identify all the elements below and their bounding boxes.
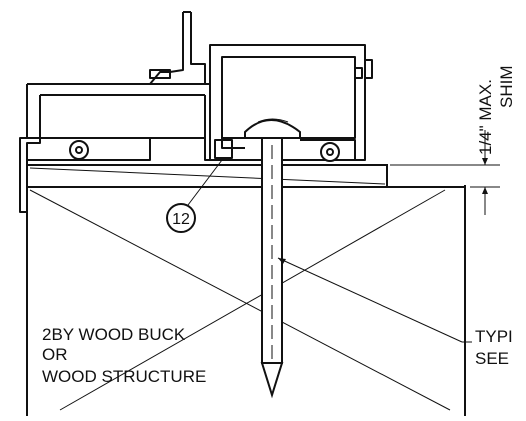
screw-boss-left — [69, 140, 89, 160]
note-leader: TYPI SEE — [277, 257, 513, 368]
buck-diagonal-1 — [29, 189, 451, 411]
buck-label-line3: WOOD STRUCTURE — [42, 367, 206, 386]
frame-extrusion-left — [19, 11, 212, 213]
buck-label-line2: OR — [42, 345, 68, 364]
shim-dimension: 1/4" MAX. SHIM — [390, 66, 516, 215]
shim-label: SHIM — [497, 66, 516, 109]
max-label: 1/4" MAX. — [476, 79, 495, 155]
callout-bubble — [166, 203, 196, 233]
frame-extrusion-right — [209, 44, 373, 162]
screw-boss-right — [320, 142, 340, 162]
buck-label: 2BY WOOD BUCK OR WOOD STRUCTURE — [42, 325, 206, 386]
buck-label-line1: 2BY WOOD BUCK — [42, 325, 186, 344]
note-line2: SEE — [475, 349, 509, 368]
buck-diagonal-2 — [59, 189, 446, 411]
callout-12: 12 — [166, 159, 223, 233]
shim — [26, 164, 388, 188]
fastener-screw — [244, 118, 301, 399]
callout-number: 12 — [172, 211, 190, 228]
note-line1: TYPI — [475, 327, 513, 346]
